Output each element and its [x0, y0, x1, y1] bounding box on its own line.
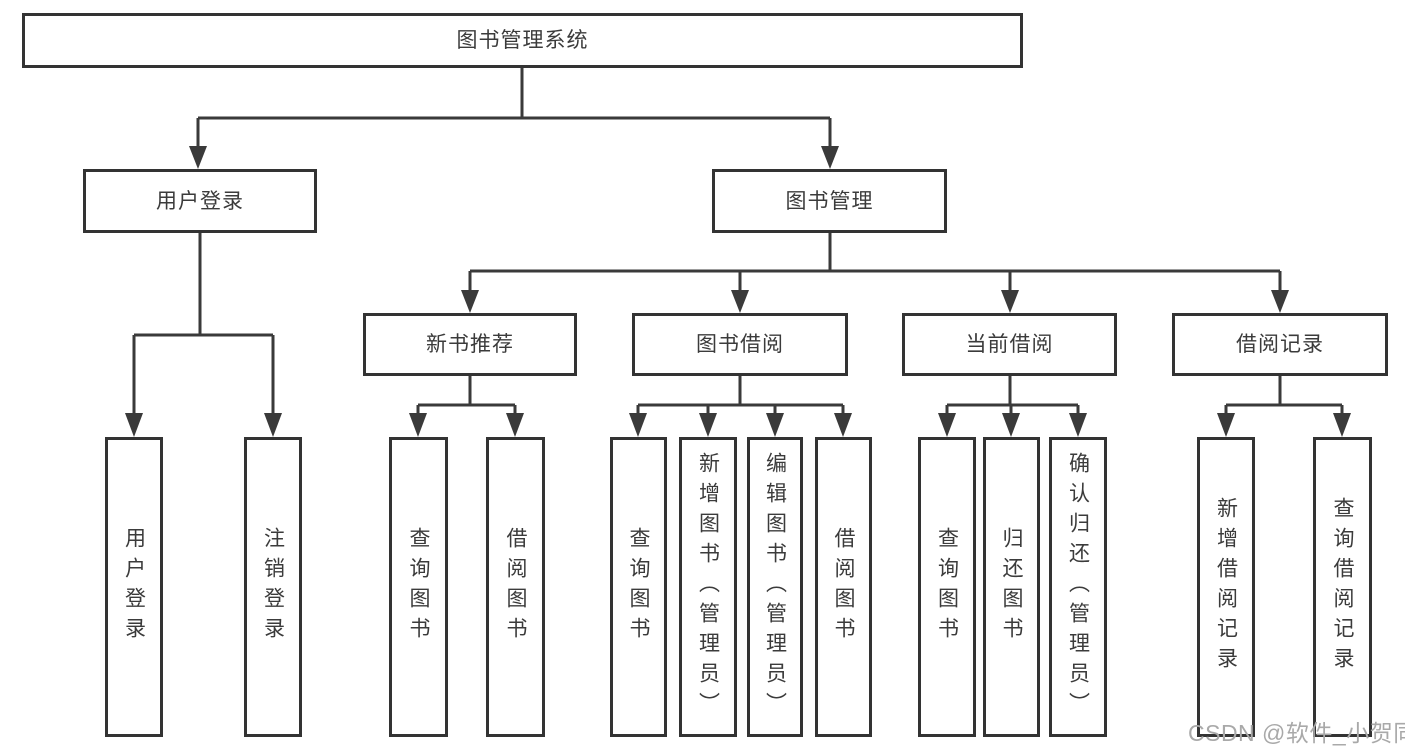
leaf-bb-edit-books-admin: 编辑图书（管理员） [747, 437, 803, 737]
node-label: 当前借阅 [965, 333, 1054, 356]
node-label: 图书管理 [785, 189, 874, 213]
node-book-management: 图书管理 [712, 169, 947, 233]
leaf-nb-borrow-books: 借阅图书 [486, 437, 545, 737]
leaf-bb-query-books: 查询图书 [610, 437, 667, 737]
leaf-br-add-record: 新增借阅记录 [1197, 437, 1255, 737]
leaf-bb-add-books-admin: 新增图书（管理员） [679, 437, 737, 737]
node-label: 查询图书 [935, 527, 959, 647]
node-label: 查询图书 [407, 527, 430, 647]
node-label: 编辑图书（管理员） [763, 452, 787, 722]
node-label: 新书推荐 [426, 333, 514, 356]
node-label: 注销登录 [261, 527, 285, 647]
node-label: 借阅图书 [504, 527, 527, 647]
node-label: 借阅记录 [1236, 333, 1324, 356]
leaf-nb-query-books: 查询图书 [389, 437, 448, 737]
leaf-br-query-record: 查询借阅记录 [1313, 437, 1372, 737]
node-user-login: 用户登录 [83, 169, 317, 233]
node-label: 查询图书 [627, 527, 650, 647]
node-label: 借阅图书 [832, 527, 855, 647]
csdn-watermark: CSDN @软件_小贺同学 [1188, 720, 1405, 746]
leaf-cb-confirm-return-admin: 确认归还（管理员） [1049, 437, 1107, 737]
node-label: 用户登录 [122, 527, 146, 647]
leaf-bb-borrow-books: 借阅图书 [815, 437, 872, 737]
node-current-borrow: 当前借阅 [902, 313, 1117, 376]
node-library-management-system: 图书管理系统 [22, 13, 1023, 68]
node-label: 图书管理系统 [456, 29, 589, 52]
node-borrow-records: 借阅记录 [1172, 313, 1388, 376]
leaf-cb-query-books: 查询图书 [918, 437, 976, 737]
node-label: 新增图书（管理员） [696, 452, 720, 722]
node-label: 新增借阅记录 [1214, 497, 1238, 677]
leaf-logout: 注销登录 [244, 437, 302, 737]
node-label: 图书借阅 [696, 333, 784, 356]
leaf-cb-return-books: 归还图书 [983, 437, 1040, 737]
leaf-user-login: 用户登录 [105, 437, 163, 737]
node-book-borrow: 图书借阅 [632, 313, 848, 376]
node-label: 用户登录 [156, 189, 244, 213]
node-label: 确认归还（管理员） [1066, 452, 1090, 722]
node-label: 归还图书 [1000, 527, 1023, 647]
node-new-book-recommend: 新书推荐 [363, 313, 577, 376]
node-label: 查询借阅记录 [1331, 497, 1354, 677]
